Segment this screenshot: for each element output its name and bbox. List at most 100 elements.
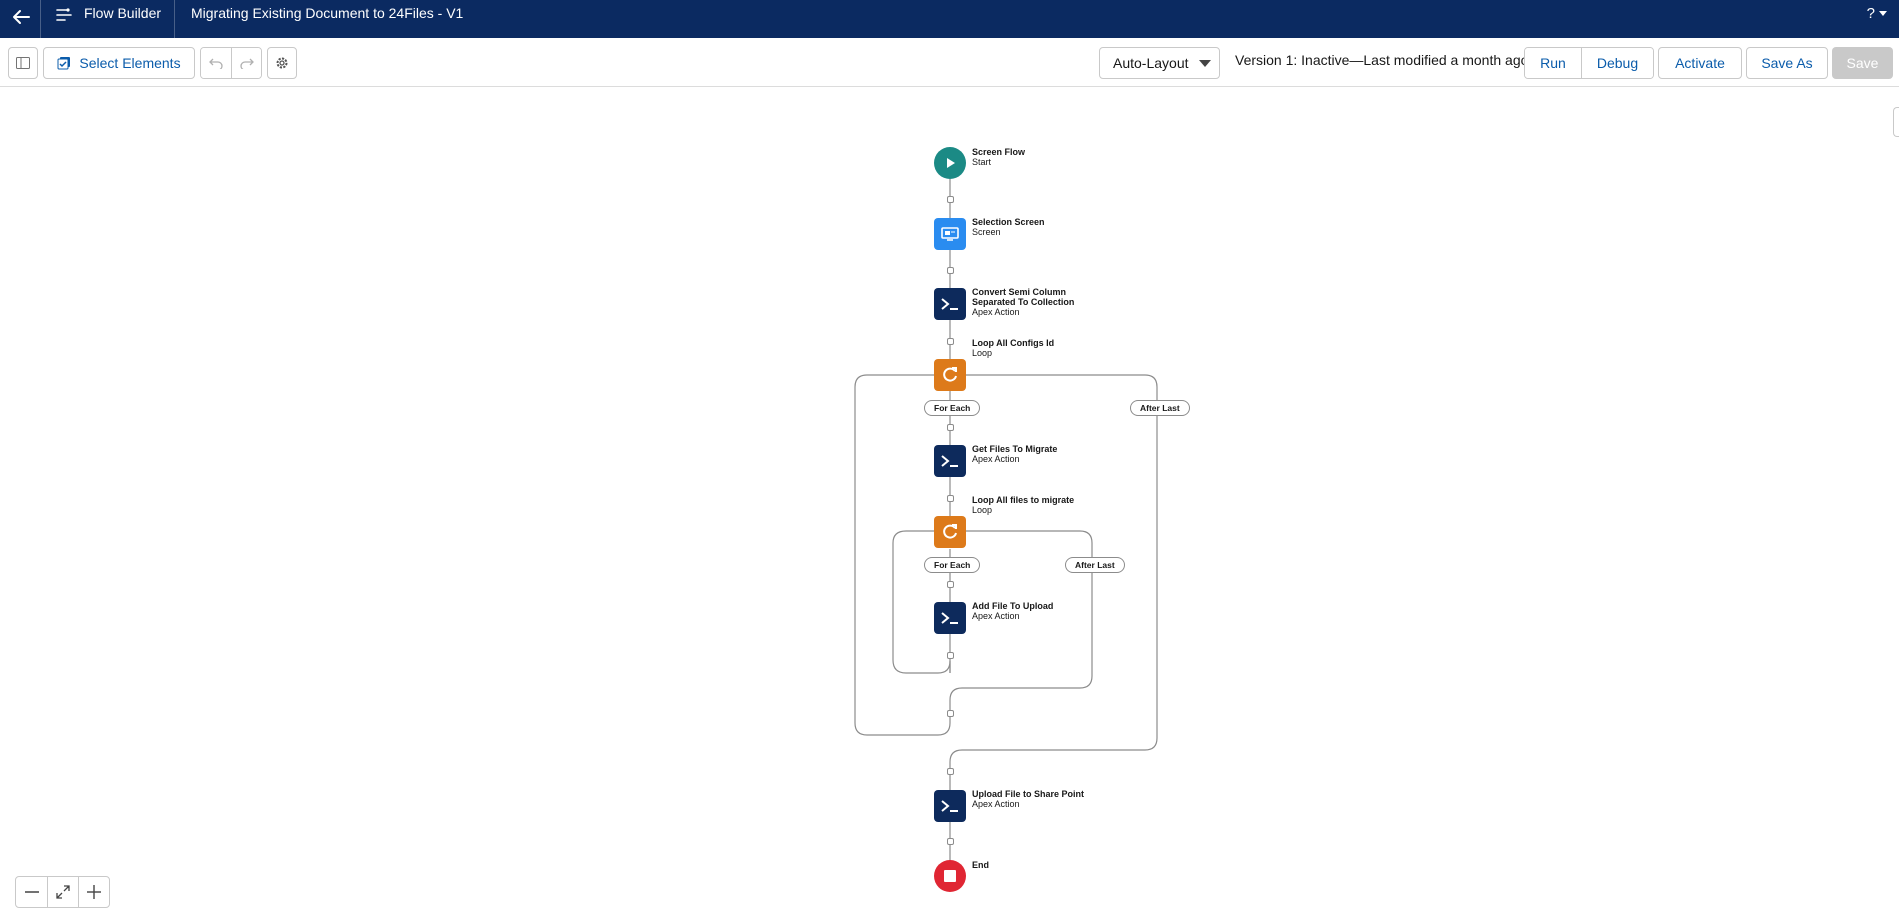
start-node-label: Screen Flow Start <box>972 147 1092 167</box>
flow-canvas[interactable]: Screen Flow Start Selection Screen Scree… <box>0 87 1899 910</box>
add-element-connector[interactable] <box>947 338 954 345</box>
apex-action-node[interactable] <box>934 790 966 822</box>
header-divider <box>174 0 175 38</box>
apex-action-node[interactable] <box>934 602 966 634</box>
after-last-path-label: After Last <box>1065 557 1125 573</box>
apex-action-node-label: Upload File to Share Point Apex Action <box>972 789 1092 809</box>
zoom-controls <box>15 876 110 908</box>
apex-action-node[interactable] <box>934 445 966 477</box>
loop-node-label: Loop All files to migrate Loop <box>972 495 1092 515</box>
panel-icon <box>16 57 30 69</box>
loop-node[interactable] <box>934 359 966 391</box>
help-menu-button[interactable]: ? <box>1867 5 1887 22</box>
flow-title: Migrating Existing Document to 24Files -… <box>191 5 464 21</box>
end-node-label: End <box>972 860 1092 870</box>
zoom-in-button[interactable] <box>78 877 109 907</box>
node-type: Loop <box>972 505 993 515</box>
help-icon: ? <box>1866 5 1875 22</box>
add-element-connector[interactable] <box>947 710 954 717</box>
node-title: Screen Flow <box>972 147 1026 157</box>
redo-icon <box>239 58 254 69</box>
add-element-connector[interactable] <box>947 768 954 775</box>
zoom-out-button[interactable] <box>16 877 47 907</box>
add-element-connector[interactable] <box>947 196 954 203</box>
undo-button[interactable] <box>201 48 231 78</box>
save-button[interactable]: Save <box>1832 47 1893 79</box>
apex-action-icon <box>941 800 958 812</box>
layout-mode-select[interactable]: Auto-Layout <box>1099 47 1220 79</box>
add-element-connector[interactable] <box>947 652 954 659</box>
for-each-path-label: For Each <box>924 557 981 573</box>
loop-icon <box>943 367 957 382</box>
flow-settings-button[interactable] <box>267 47 297 79</box>
node-title: Selection Screen <box>972 217 1045 227</box>
add-element-connector[interactable] <box>947 838 954 845</box>
app-name: Flow Builder <box>84 5 162 21</box>
chevron-down-icon <box>1879 10 1887 16</box>
debug-button[interactable]: Debug <box>1581 48 1653 78</box>
back-arrow-icon <box>13 10 30 24</box>
gear-icon <box>276 57 288 69</box>
add-element-connector[interactable] <box>947 495 954 502</box>
start-node[interactable] <box>934 147 966 179</box>
node-type: Start <box>972 157 992 167</box>
screen-icon <box>941 227 959 241</box>
node-type: Apex Action <box>972 611 1020 621</box>
fit-to-view-button[interactable] <box>47 877 78 907</box>
select-elements-label: Select Elements <box>79 55 181 71</box>
apex-action-icon <box>941 612 958 624</box>
node-type: Screen <box>972 227 1001 237</box>
undo-icon <box>209 58 223 69</box>
node-type: Loop <box>972 348 993 358</box>
node-type: Apex Action <box>972 799 1020 809</box>
add-element-connector[interactable] <box>947 581 954 588</box>
apex-action-icon <box>941 298 958 310</box>
node-title: Get Files To Migrate <box>972 444 1058 454</box>
screen-node[interactable] <box>934 218 966 250</box>
chevron-down-icon <box>1199 60 1211 67</box>
run-debug-group: Run Debug <box>1524 47 1654 79</box>
node-title: Upload File to Share Point <box>972 789 1085 799</box>
activate-button[interactable]: Activate <box>1658 47 1742 79</box>
for-each-path-label: For Each <box>924 400 981 416</box>
node-title: Loop All Configs Id <box>972 338 1055 348</box>
screen-node-label: Selection Screen Screen <box>972 217 1092 237</box>
expand-icon <box>56 885 70 899</box>
loop-icon <box>943 524 957 539</box>
toggle-panel-button[interactable] <box>8 47 38 79</box>
undo-redo-group <box>200 47 262 79</box>
apex-action-node-label: Convert Semi Column Separated To Collect… <box>972 287 1092 317</box>
node-title: Add File To Upload <box>972 601 1054 611</box>
apex-action-icon <box>941 455 958 467</box>
select-elements-icon <box>57 57 71 70</box>
node-type: Apex Action <box>972 307 1020 317</box>
after-last-path-label: After Last <box>1130 400 1190 416</box>
add-element-connector[interactable] <box>947 267 954 274</box>
end-node[interactable] <box>934 860 966 892</box>
loop-node[interactable] <box>934 516 966 548</box>
node-title: Convert Semi Column Separated To Collect… <box>972 287 1075 307</box>
minus-icon <box>24 891 39 893</box>
back-button[interactable] <box>6 4 36 30</box>
toolbar: Select Elements Auto-Layout Version 1: I… <box>0 38 1899 87</box>
flow-builder-icon <box>56 8 72 21</box>
toolbox-panel-tab[interactable] <box>1893 107 1899 137</box>
stop-icon <box>944 870 956 882</box>
node-type: Apex Action <box>972 454 1020 464</box>
flow-connectors <box>854 179 1158 875</box>
redo-button[interactable] <box>231 48 261 78</box>
loop-node-label: Loop All Configs Id Loop <box>972 338 1092 358</box>
select-elements-button[interactable]: Select Elements <box>43 47 195 79</box>
app-header: Flow Builder Migrating Existing Document… <box>0 0 1899 38</box>
apex-action-node-label: Get Files To Migrate Apex Action <box>972 444 1092 464</box>
apex-action-node[interactable] <box>934 288 966 320</box>
play-icon <box>947 158 955 168</box>
run-button[interactable]: Run <box>1525 48 1581 78</box>
save-as-button[interactable]: Save As <box>1746 47 1828 79</box>
node-title: Loop All files to migrate <box>972 495 1075 505</box>
node-title: End <box>972 860 989 870</box>
add-element-connector[interactable] <box>947 424 954 431</box>
plus-icon <box>87 885 101 899</box>
version-status: Version 1: Inactive—Last modified a mont… <box>1235 52 1529 68</box>
header-divider <box>40 0 41 38</box>
